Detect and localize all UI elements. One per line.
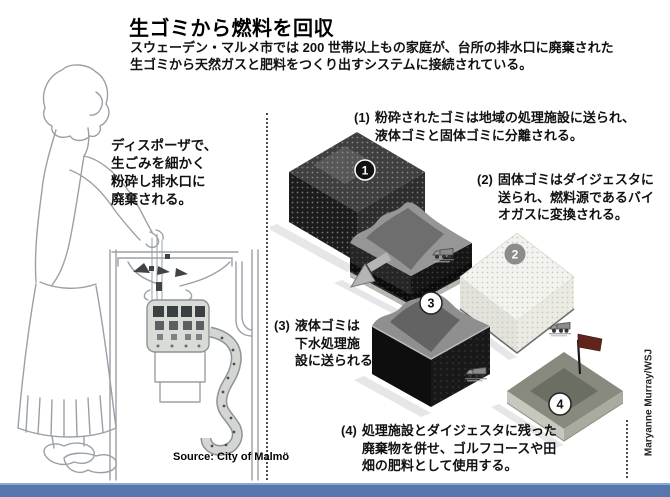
step-2-annotation: (2) 固体ゴミはダイジェスタに 送られ、燃料源であるバイ オガスに変換される。 bbox=[477, 171, 654, 224]
dotted-separator-right bbox=[626, 420, 628, 478]
step-3-number: (3) bbox=[274, 318, 290, 333]
step-4-annotation: (4) 処理施設とダイジェスタに残った 廃棄物を併せ、ゴルフコースや田 畑の肥料… bbox=[341, 422, 557, 475]
arrow-down-left-icon bbox=[349, 252, 392, 288]
process-diagram: 1 2 3 4 bbox=[270, 132, 624, 448]
step-1-badge: 1 bbox=[354, 159, 376, 181]
svg-text:3: 3 bbox=[428, 297, 435, 311]
step-3-annotation: (3) 液体ゴミは 下水処理施 設に送られる bbox=[274, 317, 373, 370]
flag-icon bbox=[576, 333, 603, 375]
left-caption: ディスポーザで、 生ごみを細かく 粉砕し排水口に 廃棄される。 bbox=[111, 138, 218, 207]
step-4-text: 処理施設とダイジェスタに残った 廃棄物を併せ、ゴルフコースや田 畑の肥料として使… bbox=[361, 423, 557, 473]
dotted-separator bbox=[266, 113, 268, 480]
step-3-badge: 3 bbox=[419, 291, 443, 315]
step-2-badge: 2 bbox=[504, 243, 526, 265]
svg-text:1: 1 bbox=[362, 164, 369, 178]
step-2-number: (2) bbox=[477, 172, 493, 187]
step-1-number: (1) bbox=[354, 110, 370, 125]
step-4-badge: 4 bbox=[548, 392, 572, 416]
block-4-field bbox=[506, 333, 624, 442]
step-3-text: 液体ゴミは 下水処理施 設に送られる bbox=[294, 318, 373, 368]
disposer-unit bbox=[146, 299, 210, 353]
s-trap-pipe bbox=[200, 326, 243, 456]
food-scraps bbox=[133, 254, 188, 291]
block-2-digester bbox=[459, 232, 575, 355]
svg-text:4: 4 bbox=[557, 398, 564, 412]
block-3-sewage bbox=[371, 293, 491, 407]
bottom-accent-bar bbox=[0, 483, 670, 497]
subtitle: スウェーデン・マルメ市では 200 世帯以上もの家庭が、台所の排水口に廃棄された… bbox=[130, 40, 614, 72]
step-1-text: 粉砕されたゴミは地域の処理施設に送られ、 液体ゴミと固体ゴミに分離される。 bbox=[374, 110, 636, 143]
illustration-woman-sink bbox=[17, 64, 259, 481]
source-credit: Source: City of Malmö bbox=[173, 451, 290, 463]
step-1-annotation: (1) 粉砕されたゴミは地域の処理施設に送られ、 液体ゴミと固体ゴミに分離される… bbox=[354, 109, 635, 144]
step-2-text: 固体ゴミはダイジェスタに 送られ、燃料源であるバイ オガスに変換される。 bbox=[497, 172, 654, 222]
svg-text:2: 2 bbox=[512, 248, 519, 262]
artist-credit: Maryanne Murray/WSJ bbox=[643, 348, 655, 457]
step-4-number: (4) bbox=[341, 423, 357, 438]
page-title: 生ゴミから燃料を回収 bbox=[129, 18, 334, 40]
